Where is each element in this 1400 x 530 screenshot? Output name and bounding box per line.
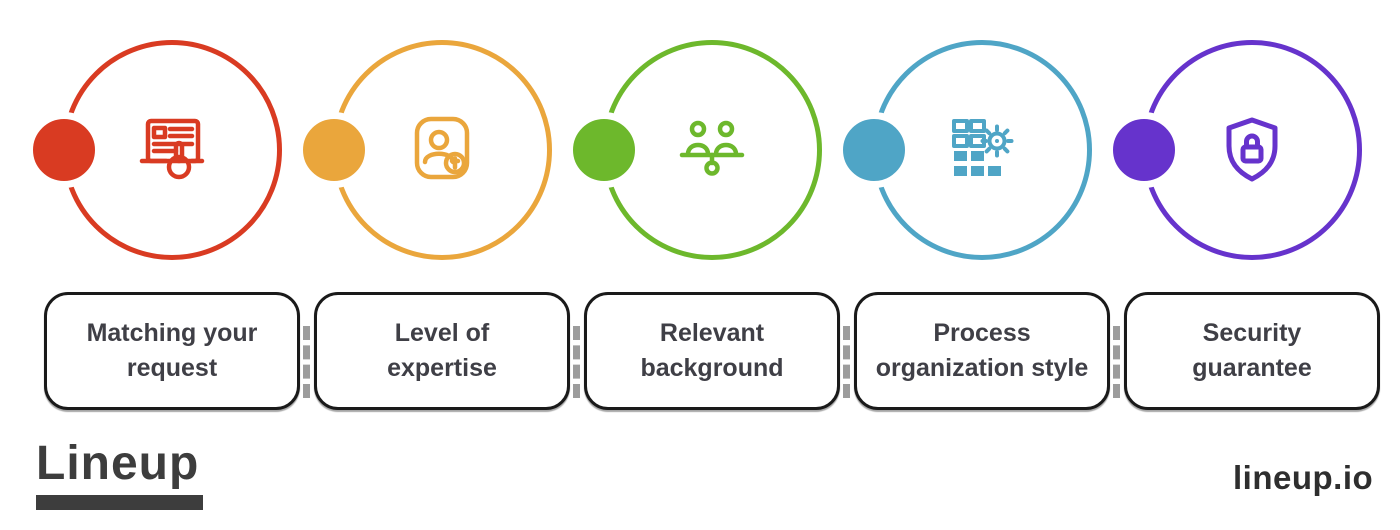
step-circle — [1106, 40, 1362, 260]
step-label: organization style — [875, 354, 1089, 382]
request-form-hand-icon — [131, 115, 213, 185]
step-level-of-expertise: Level of expertise — [296, 0, 577, 430]
step-circle — [836, 40, 1092, 260]
brand-logo-text: Lineup — [36, 437, 200, 490]
step-circle — [296, 40, 552, 260]
shield-lock-icon — [1211, 115, 1293, 185]
dashed-connector — [843, 326, 850, 398]
step-label-card: Relevant background — [584, 292, 840, 410]
website-wordmark: lineup.io — [1233, 459, 1374, 496]
step-label: Process — [933, 318, 1031, 347]
step-label: expertise — [387, 354, 497, 382]
team-background-icon — [671, 115, 753, 185]
step-label: Relevant — [659, 318, 765, 347]
step-bullet-dot — [566, 112, 642, 188]
brand-logo-underline — [36, 495, 203, 510]
dashed-connector — [1113, 326, 1120, 398]
step-bullet-dot — [26, 112, 102, 188]
step-bullet-dot — [836, 112, 912, 188]
step-label-card: Process organization style — [854, 292, 1110, 410]
step-circle — [26, 40, 282, 260]
dashed-connector — [303, 326, 310, 398]
step-label: background — [640, 354, 784, 382]
step-circle — [566, 40, 822, 260]
step-bullet-dot — [1106, 112, 1182, 188]
process-board-gear-icon — [941, 115, 1023, 185]
step-label-card: Level of expertise — [314, 292, 570, 410]
step-label: request — [126, 354, 218, 382]
step-matching-your-request: Matching your request — [26, 0, 307, 430]
step-bullet-dot — [296, 112, 372, 188]
step-process-organization-style: Process organization style — [836, 0, 1117, 430]
step-label: Level of — [394, 318, 490, 347]
step-label-card: Matching your request — [44, 292, 300, 410]
step-label: Matching your — [86, 318, 258, 347]
step-label-card: Security guarantee — [1124, 292, 1380, 410]
step-security-guarantee: Security guarantee — [1106, 0, 1387, 430]
expertise-badge-icon — [401, 115, 483, 185]
step-relevant-background: Relevant background — [566, 0, 847, 430]
step-label: Security — [1202, 318, 1302, 347]
step-label: guarantee — [1192, 354, 1312, 382]
brand-logo: Lineup — [36, 440, 203, 510]
dashed-connector — [573, 326, 580, 398]
